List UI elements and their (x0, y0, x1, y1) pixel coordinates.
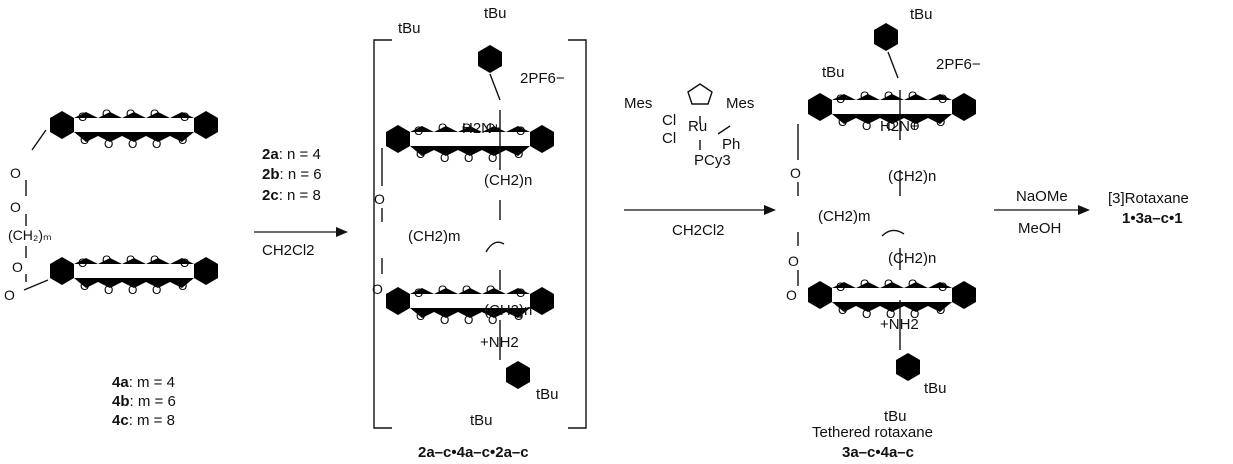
ammonium-3: H2N+ (880, 118, 919, 135)
tbu-top-d: tBu (910, 6, 933, 23)
solvent-2: CH2Cl2 (672, 222, 725, 239)
catalyst-mes-right: Mes (726, 95, 755, 112)
tbu-bottom-c: tBu (924, 380, 947, 397)
reagent-naome: NaOMe (1016, 188, 1068, 205)
reagent-meoh: MeOH (1018, 220, 1062, 237)
m-equals-6: : m = 6 (129, 393, 176, 410)
compound-4a-line: 4a: m = 4 (112, 374, 175, 391)
catalyst-cl-2: Cl (662, 130, 677, 147)
compound-4b-label: 4b (112, 393, 130, 410)
catalyst-ru: Ru (688, 118, 708, 135)
catalyst-mes-left: Mes (624, 95, 653, 112)
compound-2a-line: 2a: n = 4 (262, 146, 321, 163)
svg-text:O: O (4, 287, 15, 303)
catalyst-pcy3: PCy3 (694, 152, 731, 169)
arrow-2 (624, 205, 776, 215)
tbu-bottom-d: tBu (884, 408, 907, 425)
m-equals-8: : m = 8 (128, 412, 175, 429)
compound-2b-label: 2b (262, 166, 280, 183)
counterion-1: 2PF6− (520, 70, 565, 87)
m-equals-4: : m = 4 (128, 374, 175, 391)
arrow-3 (994, 205, 1090, 215)
chain-m-1: (CH2)m (408, 228, 461, 245)
svg-text:O: O (790, 165, 801, 181)
ammonium-1: H2N+ (462, 120, 501, 137)
svg-text:O: O (374, 191, 385, 207)
n-equals-8: : n = 8 (278, 187, 321, 204)
chain-n-1: (CH2)n (484, 172, 533, 189)
tethered-name: Tethered rotaxane (812, 424, 933, 441)
ammonium-2: +NH2 (480, 334, 519, 351)
tbu-top-b: tBu (484, 5, 507, 22)
compound-4a-label: 4a (112, 374, 129, 391)
chain-n-3: (CH2)n (888, 168, 937, 185)
chain-n-4: (CH2)n (888, 250, 937, 267)
n-equals-4: : n = 4 (278, 146, 321, 163)
compound-4c-label: 4c (112, 412, 129, 429)
ammonium-4: +NH2 (880, 316, 919, 333)
compound-2c-line: 2c: n = 8 (262, 187, 321, 204)
tbu-top-a: tBu (398, 20, 421, 37)
svg-text:O: O (12, 259, 23, 275)
svg-text:(CH₂)ₘ: (CH₂)ₘ (8, 227, 52, 243)
compound-2b-line: 2b: n = 6 (262, 166, 322, 183)
svg-text:O: O (372, 281, 383, 297)
tbu-bottom-b: tBu (536, 386, 559, 403)
catalyst-cl-1: Cl (662, 112, 677, 129)
catalyst-ph: Ph (722, 136, 741, 153)
arrow-1 (254, 227, 348, 237)
chain-n-2: (CH2)n (484, 302, 533, 319)
tbu-bottom-a: tBu (470, 412, 493, 429)
compound-4c-line: 4c: m = 8 (112, 412, 175, 429)
compound-2a-label: 2a (262, 146, 279, 163)
counterion-2: 2PF6− (936, 56, 981, 73)
solvent-1: CH2Cl2 (262, 242, 315, 259)
n-equals-6: : n = 6 (279, 166, 322, 183)
tbu-top-c: tBu (822, 64, 845, 81)
compound-2c-label: 2c (262, 187, 279, 204)
svg-text:O: O (786, 287, 797, 303)
svg-text:O: O (788, 253, 799, 269)
tethered-label: 3a–c•4a–c (842, 444, 914, 461)
svg-text:O: O (10, 199, 21, 215)
structure-tethered: O O O (786, 20, 976, 381)
complex-label: 2a–c•4a–c•2a–c (418, 444, 529, 461)
catalyst-structure (687, 83, 731, 150)
structure-4abc: O O (CH₂)ₘ O O (4, 107, 218, 303)
product-name: [3]Rotaxane (1108, 190, 1189, 207)
product-label: 1•3a–c•1 (1122, 210, 1183, 227)
compound-4b-line: 4b: m = 6 (112, 393, 176, 410)
svg-text:O: O (10, 165, 21, 181)
structure-complex: O O (372, 39, 587, 429)
chain-m-2: (CH2)m (818, 208, 871, 225)
